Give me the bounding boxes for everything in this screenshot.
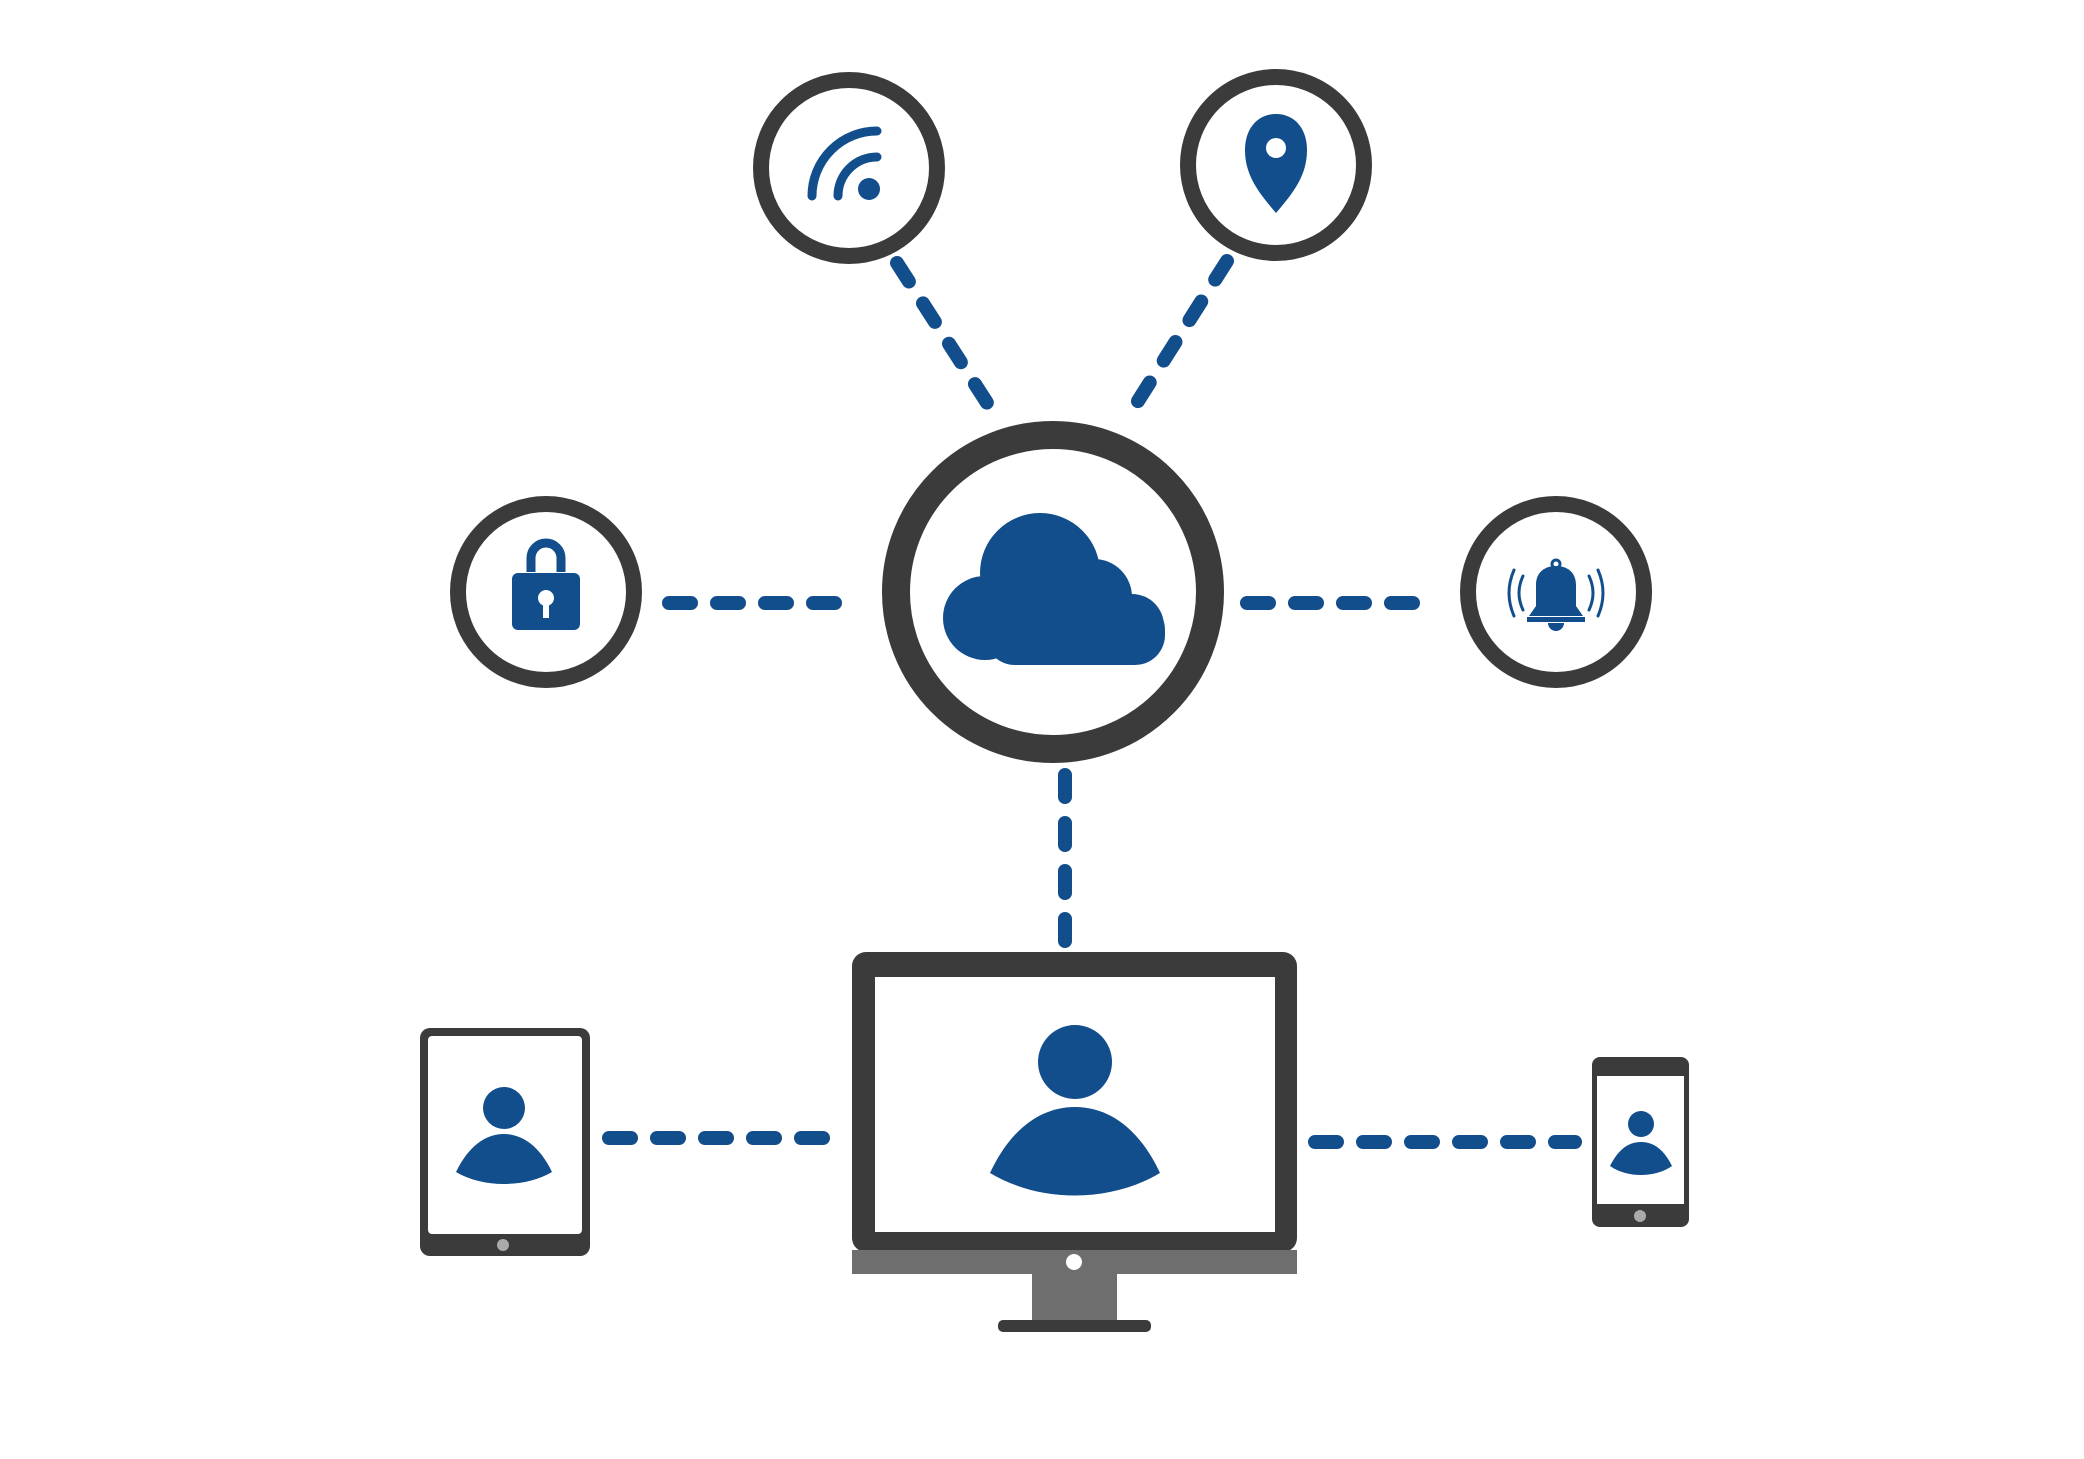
location-node bbox=[1180, 69, 1372, 261]
tablet-icon bbox=[420, 1028, 590, 1256]
bell-icon bbox=[1507, 558, 1605, 631]
alarm-node bbox=[1460, 496, 1652, 688]
smartphone-icon bbox=[1592, 1057, 1689, 1227]
connector-cloud-location bbox=[1117, 254, 1234, 430]
wifi-icon bbox=[807, 126, 882, 201]
connector-cloud-wifi bbox=[890, 256, 1007, 430]
location-pin-icon bbox=[1245, 114, 1307, 213]
cloud-node bbox=[882, 421, 1224, 763]
lock-node bbox=[450, 496, 642, 688]
tablet-user-avatar-icon bbox=[456, 1087, 552, 1184]
phone-node bbox=[1592, 1057, 1689, 1227]
tablet-node bbox=[420, 1028, 590, 1256]
cloud-icon bbox=[943, 513, 1165, 665]
phone-user-avatar-icon bbox=[1610, 1111, 1672, 1175]
connectors bbox=[602, 254, 1582, 1149]
padlock-icon bbox=[512, 538, 580, 630]
monitor-node bbox=[852, 952, 1297, 1332]
wifi-node bbox=[753, 72, 945, 264]
desktop-monitor-icon bbox=[852, 952, 1297, 1332]
monitor-user-avatar-icon bbox=[990, 1025, 1160, 1196]
